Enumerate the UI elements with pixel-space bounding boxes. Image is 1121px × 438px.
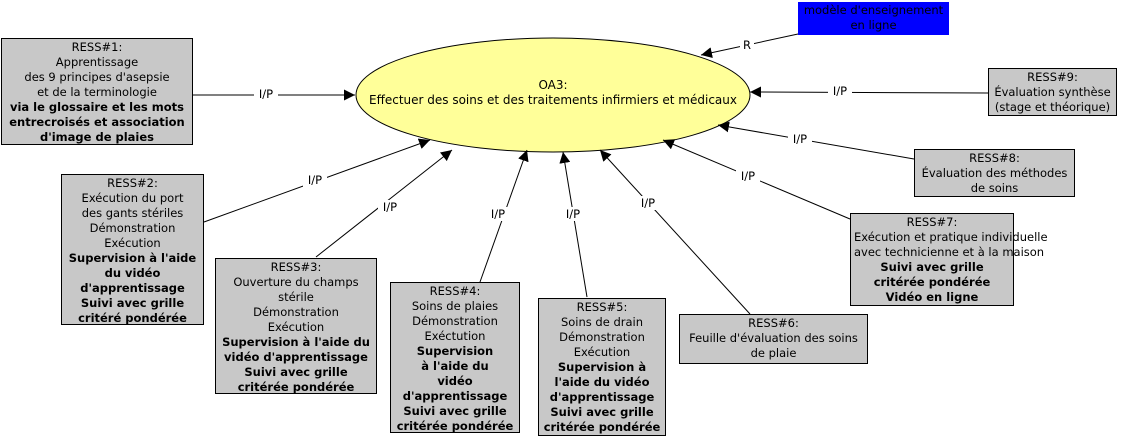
edge-ress2: I/P (203, 138, 431, 223)
edge-model: R (700, 33, 799, 59)
resource-line: Évaluation des méthodes (921, 166, 1068, 180)
resource-line: Supervision à l'aide du (222, 335, 370, 349)
resource-line: Exécution (267, 320, 325, 334)
edge-label: I/P (383, 200, 397, 214)
resource-line: Supervision (416, 344, 494, 358)
resource-line: de plaie (750, 346, 797, 360)
resource-line: Démonstration (89, 221, 176, 235)
resource-line: à l'aide du (421, 359, 489, 373)
resource-line: RESS#2: (107, 176, 158, 190)
resource-line: vidéo d'apprentissage (224, 350, 368, 364)
resource-line: Supervision à l'aide (68, 251, 197, 265)
resource-line: Soins de plaies (411, 299, 499, 313)
resource-line: vidéo (437, 374, 473, 388)
resource-line: RESS#3: (270, 260, 322, 274)
resource-line: Suivi avec grille (244, 365, 348, 379)
resource-node-ress9[interactable]: RESS#9:Évaluation synthèse(stage et théo… (988, 68, 1117, 116)
resource-line: via le glossaire et les mots (9, 100, 184, 114)
resource-line: Apprentissage (55, 55, 139, 69)
resource-line: Soins de drain (560, 315, 644, 329)
resource-line: entrecroisés et association (9, 115, 185, 129)
resource-line: Feuille d'évaluation des soins (689, 331, 858, 345)
edge-label: I/P (566, 207, 580, 221)
resource-line: et de la terminologie (37, 85, 157, 99)
center-label: OA3: Effectuer des soins et des traiteme… (357, 78, 749, 108)
resource-line: des 9 principes d'asepsie (24, 70, 170, 84)
edge-ress5: I/P (559, 151, 588, 298)
resource-line: Exécution (104, 236, 161, 250)
resource-line: avec technicienne et à la maison (854, 245, 1045, 259)
edge-label: I/P (259, 87, 273, 101)
resource-line: des gants stériles (81, 206, 184, 220)
edge-ress1: I/P (193, 87, 355, 101)
resource-line: de soins (970, 181, 1019, 195)
model-line: modèle d'enseignement (803, 3, 944, 17)
resource-line: Démonstration (559, 330, 645, 344)
resource-line: (stage et théorique) (994, 100, 1111, 114)
resource-line: Exécution du port (81, 191, 184, 205)
resource-line: critérée pondérée (873, 275, 991, 289)
resource-line: Suivi avec grille (403, 404, 507, 418)
resource-line: l'aide du vidéo (554, 375, 650, 389)
resource-line: d'apprentissage (80, 281, 185, 295)
resource-line: Évaluation synthèse (994, 85, 1111, 99)
edge-label-r: R (743, 38, 751, 52)
resource-line: RESS#6: (748, 316, 799, 330)
resource-line: RESS#7: (906, 215, 958, 229)
resource-line: Démonstration (253, 305, 339, 319)
edge-label: I/P (491, 207, 505, 221)
resource-line: critérée pondérée (543, 420, 661, 434)
resource-line: Exéctution (424, 329, 486, 343)
resource-line: RESS#1: (71, 40, 123, 54)
resource-node-ress7[interactable]: RESS#7:Exécution et pratique individuell… (850, 213, 1048, 306)
resource-line: d'image de plaies (39, 130, 155, 144)
edge-ress8: I/P (717, 121, 915, 160)
edge-ress4: I/P (479, 149, 529, 283)
edge-label: I/P (833, 84, 847, 98)
resource-line: d'apprentissage (402, 389, 508, 403)
resource-line: RESS#4: (429, 284, 481, 298)
resource-line: Suivi avec grille (550, 405, 654, 419)
resource-line: du vidéo (104, 266, 161, 280)
resource-line: critérée pondérée (237, 380, 355, 394)
edge-label: I/P (641, 196, 655, 210)
center-line: OA3: (538, 78, 568, 92)
resource-line: Supervision à (557, 360, 647, 374)
edge-label: I/P (741, 169, 755, 183)
center-line: Effectuer des soins et des traitements i… (369, 93, 737, 107)
resource-line: RESS#9: (1027, 70, 1078, 84)
resource-line: stérile (278, 290, 314, 304)
resource-line: RESS#8: (969, 151, 1020, 165)
model-line: en ligne (850, 18, 897, 32)
model-node[interactable]: modèle d'enseignement en ligne (798, 2, 949, 35)
edge-label: I/P (793, 132, 807, 146)
resource-line: Ouverture du champs (233, 275, 359, 289)
resource-line: Vidéo en ligne (885, 290, 979, 304)
resource-line: d'apprentissage (549, 390, 655, 404)
resource-line: Démonstration (412, 314, 498, 328)
edge-label: I/P (308, 173, 322, 187)
edge-ress9: I/P (749, 84, 989, 98)
resource-line: critérée pondérée (396, 419, 514, 433)
resource-line: critéré pondérée (78, 311, 187, 325)
edge-ress3: I/P (315, 149, 453, 258)
resource-line: Suivi avec grille (80, 296, 185, 310)
edge-ress6: I/P (599, 149, 751, 315)
edge-ress7: I/P (662, 139, 851, 220)
resource-line: Exécution et pratique individuelle (854, 230, 1048, 244)
resource-line: Suivi avec grille (880, 260, 984, 274)
resource-line: Exécution (573, 345, 631, 359)
resource-line: RESS#5: (576, 300, 628, 314)
